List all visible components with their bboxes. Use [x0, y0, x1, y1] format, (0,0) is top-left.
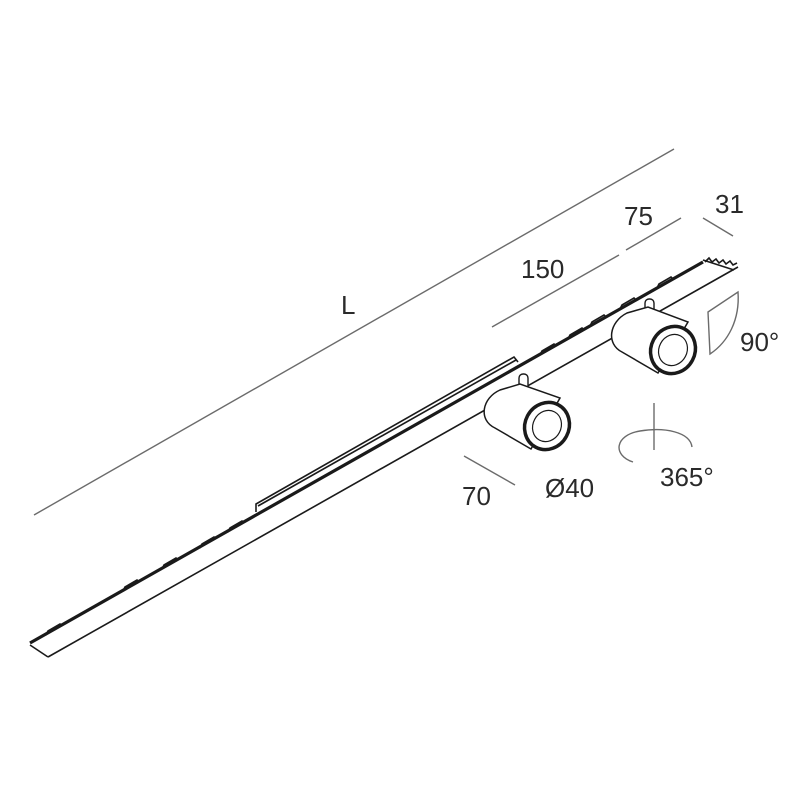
rail-clips [45, 275, 674, 636]
rotation-indicator [618, 403, 693, 463]
label-rail-width: 31 [715, 189, 744, 219]
label-rotation-angle: 365° [660, 462, 714, 492]
spotlight-2 [611, 298, 698, 376]
dimension-line-150 [491, 254, 620, 328]
dimension-lines [33, 148, 734, 516]
dimension-line-75 [625, 217, 682, 251]
label-spot-length: 70 [462, 481, 491, 511]
label-spot-spacing: 150 [521, 254, 565, 284]
label-length: L [341, 290, 356, 320]
label-tilt-angle: 90° [740, 327, 780, 357]
spotlight-1 [483, 373, 572, 452]
tilt-indicator [707, 290, 739, 356]
label-end-offset: 75 [624, 201, 653, 231]
track-rail [29, 256, 739, 658]
dimension-line-31 [702, 217, 734, 237]
label-spot-diameter: Ø40 [545, 473, 595, 503]
dimension-line-length [33, 148, 675, 516]
dimension-line-70 [463, 455, 516, 486]
